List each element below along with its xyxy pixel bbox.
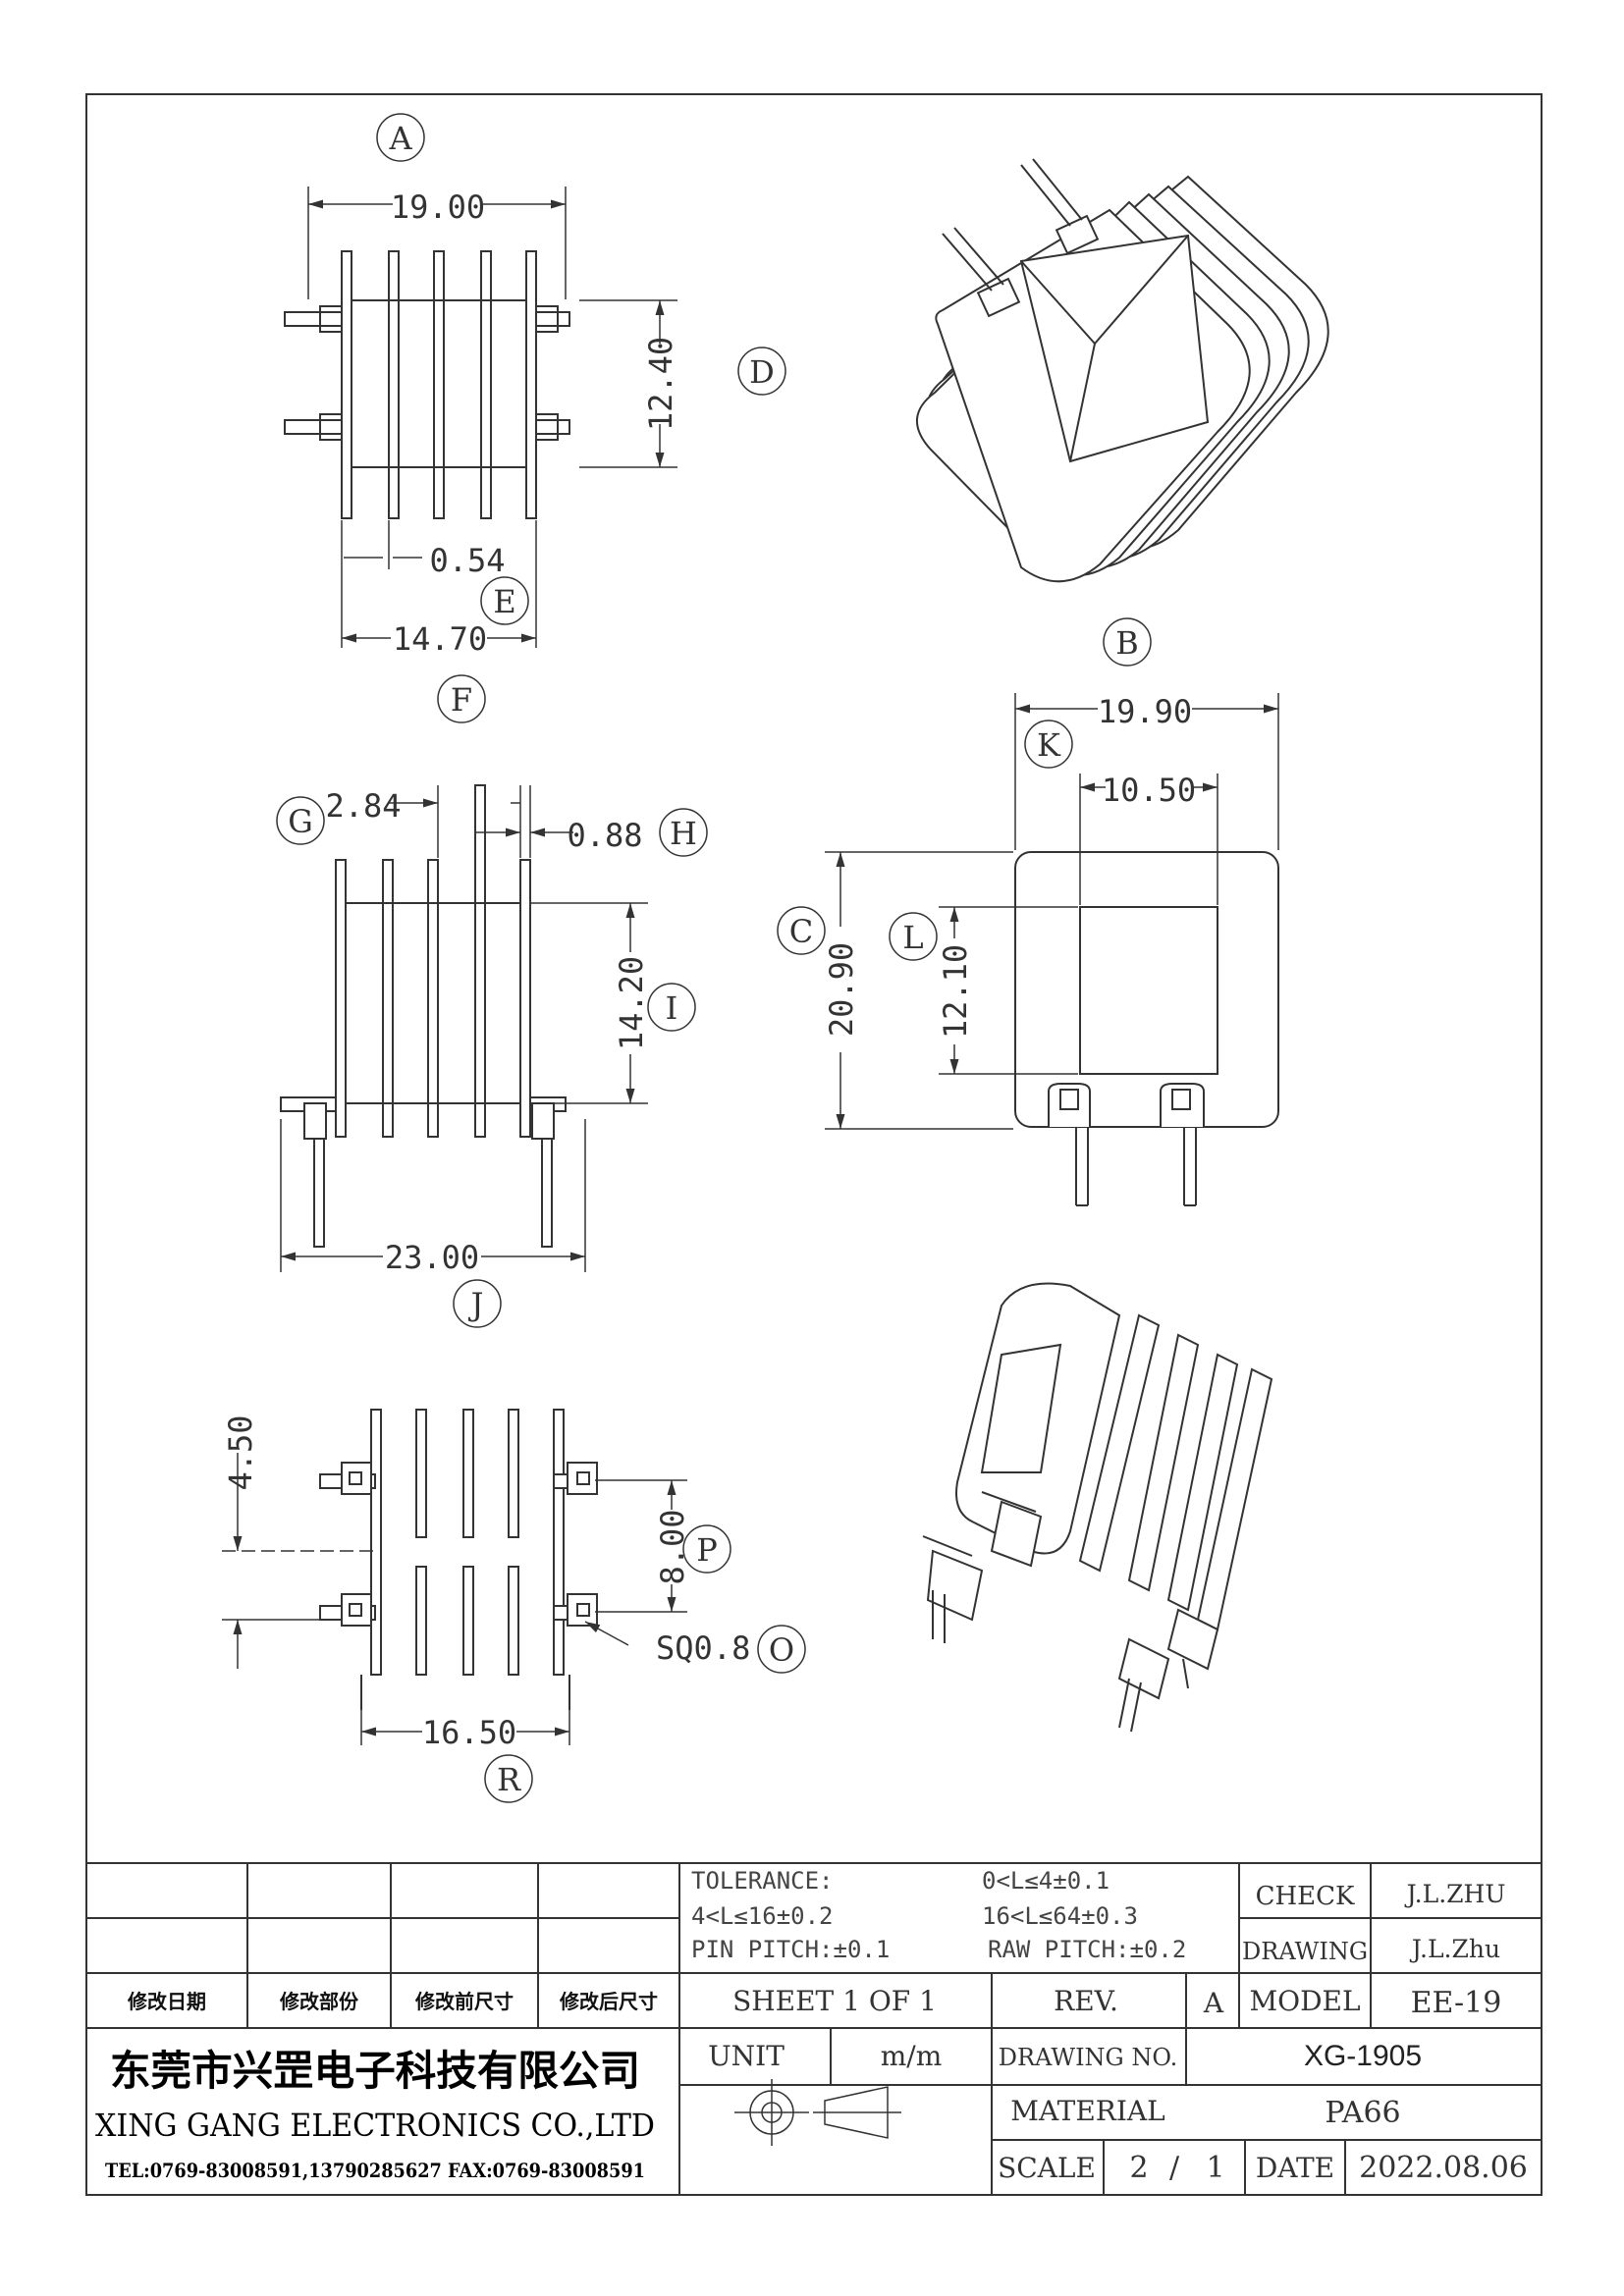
rev-header-part: 修改部份 [279, 1990, 359, 2013]
model-label: MODEL [1249, 1985, 1360, 2017]
date-label: DATE [1256, 2152, 1334, 2184]
marker-j: J [468, 1286, 484, 1323]
marker-g: G [288, 803, 313, 840]
tolerance-r1: 0<L≤4±0.1 [982, 1867, 1110, 1895]
dim-a-width: 19.00 [391, 188, 485, 226]
dim-a-pitch: 0.54 [429, 542, 505, 579]
dim-c-height: 14.20 [613, 956, 650, 1050]
rev-header-date: 修改日期 [127, 1990, 206, 2013]
date-value: 2022.08.06 [1359, 2151, 1528, 2185]
circle-markers [276, 113, 1152, 1803]
scale-label: SCALE [998, 2152, 1096, 2184]
tolerance-pin-pitch: PIN PITCH:±0.1 [691, 1936, 890, 1963]
dim-a-height: 12.40 [642, 337, 679, 431]
marker-h: H [670, 815, 697, 852]
marker-f: F [451, 681, 472, 719]
view-c-top [280, 784, 567, 1248]
marker-d: D [749, 353, 775, 391]
title-block-grid [86, 1862, 1542, 2195]
drawing-no-label: DRAWING NO. [999, 2044, 1178, 2071]
tolerance-r3: 16<L≤64±0.3 [982, 1902, 1138, 1930]
tolerance-r2: 4<L≤16±0.2 [691, 1902, 834, 1930]
projection-symbol [734, 2079, 901, 2146]
model-value: EE-19 [1411, 1986, 1502, 2020]
dim-c-gap: 0.88 [567, 817, 642, 854]
dim-c-left: 2.84 [325, 787, 401, 825]
view-c-dimensions [280, 785, 648, 1272]
company-name-en: XING GANG ELECTRONICS CO.,LTD [95, 2107, 655, 2144]
drawing-label: DRAWING [1242, 1938, 1368, 1965]
view-b-dimensions [825, 693, 1279, 1130]
dim-c-overall: 23.00 [385, 1239, 479, 1276]
rev-label: REV. [1054, 1985, 1118, 2017]
view-d-isometric [922, 1282, 1273, 1733]
scale-separator: / [1169, 2151, 1180, 2185]
dim-b-height: 20.90 [823, 942, 860, 1037]
dim-d-pin-span: 8.00 [654, 1509, 691, 1584]
drawing-value: J.L.Zhu [1409, 1935, 1500, 1963]
view-d-dimensions [222, 1453, 687, 1745]
material-value: PA66 [1325, 2096, 1400, 2130]
tolerance-raw-pitch: RAW PITCH:±0.2 [988, 1936, 1186, 1963]
dim-b-window-height: 12.10 [937, 944, 974, 1039]
check-value: J.L.ZHU [1404, 1880, 1506, 1908]
dim-d-base: 16.50 [422, 1714, 516, 1751]
material-label: MATERIAL [1010, 2095, 1164, 2127]
unit-value: m/m [881, 2040, 943, 2072]
dim-b-width: 19.90 [1098, 693, 1192, 730]
marker-a: A [388, 120, 412, 157]
view-b-side [1014, 851, 1279, 1206]
view-a-dimensions [307, 187, 677, 648]
unit-label: UNIT [708, 2040, 785, 2072]
sheet-border [85, 93, 1543, 2196]
rev-value: A [1203, 1987, 1224, 2019]
marker-k: K [1037, 726, 1061, 764]
tolerance-label: TOLERANCE: [691, 1867, 834, 1895]
dim-d-pin: SQ0.8 [656, 1629, 750, 1667]
marker-r: R [497, 1761, 521, 1798]
company-contact: TEL:0769-83008591,13790285627 FAX:0769-8… [105, 2159, 645, 2182]
company-name-cn: 东莞市兴罡电子科技有限公司 [110, 2047, 640, 2095]
dim-d-offset: 4.50 [222, 1415, 259, 1490]
marker-p: P [696, 1531, 718, 1569]
scale-numerator: 2 [1129, 2151, 1148, 2185]
scale-denominator: 1 [1206, 2151, 1224, 2185]
marker-c: C [789, 913, 813, 950]
marker-b: B [1115, 624, 1139, 662]
view-d-bottom [319, 1409, 598, 1710]
marker-l: L [902, 919, 923, 956]
dim-a-base: 14.70 [393, 620, 487, 658]
check-label: CHECK [1256, 1882, 1355, 1911]
view-a-isometric [915, 158, 1329, 583]
view-a-front [284, 250, 570, 519]
marker-e: E [493, 583, 515, 620]
rev-header-after: 修改后尺寸 [559, 1990, 658, 2013]
marker-i: I [666, 989, 678, 1027]
marker-o: O [769, 1631, 794, 1669]
rev-header-before: 修改前尺寸 [414, 1990, 514, 2013]
drawing-no-value: XG-1905 [1304, 2040, 1422, 2072]
sheet-count: SHEET 1 OF 1 [732, 1985, 937, 2017]
dim-b-window-width: 10.50 [1102, 772, 1196, 809]
